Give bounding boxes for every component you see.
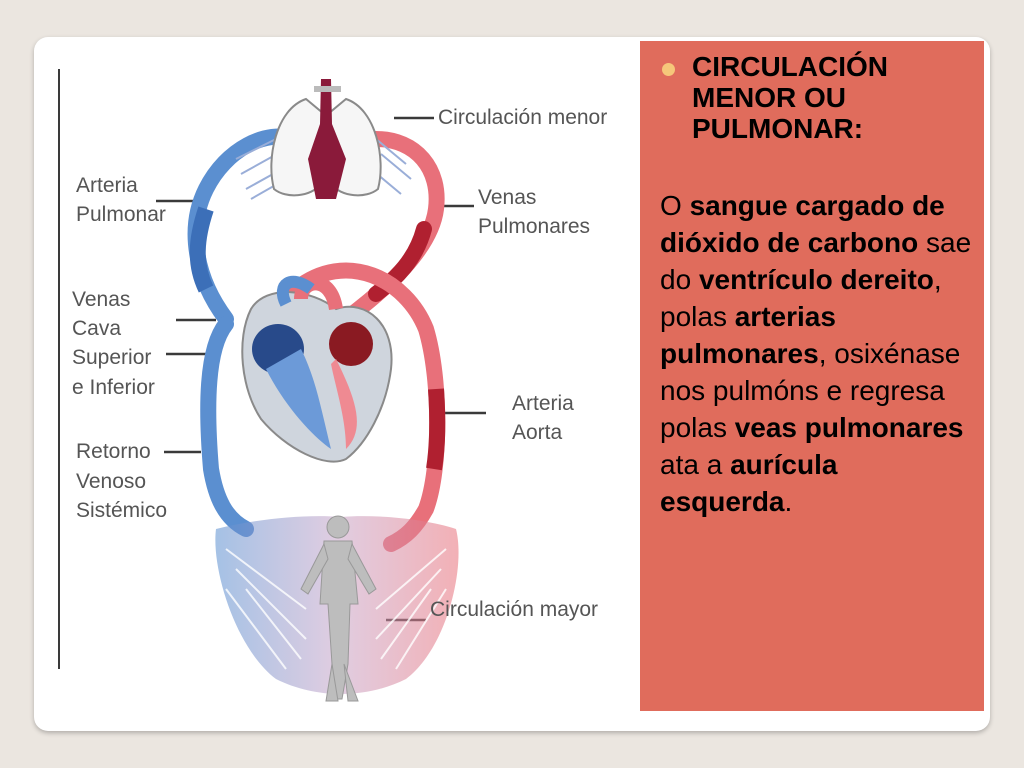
panel-body-text: O sangue cargado de dióxido de carbono s… xyxy=(660,187,975,520)
label-circulacion-menor: Circulación menor xyxy=(438,106,608,129)
label-venas-pulmonares-1: Venas xyxy=(478,186,537,209)
left-ventricle-shape xyxy=(331,359,357,449)
body-segment: sae do xyxy=(660,227,972,295)
label-retorno-1: Retorno xyxy=(76,440,151,463)
text-panel: CIRCULACIÓN MENOR OU PULMONAR: O sangue … xyxy=(640,41,984,711)
label-venas-pulmonares-2: Pulmonares xyxy=(478,215,591,238)
body-segment: aurícula esquerda xyxy=(660,449,838,517)
body-segment: , osixénase nos pulmóns e regresa polas xyxy=(660,338,961,443)
body-segment: ventrículo dereito xyxy=(698,264,934,295)
left-edge-line xyxy=(58,69,60,669)
label-arteria-aorta-2: Aorta xyxy=(512,421,563,444)
label-venas-cava-1: Venas xyxy=(72,288,131,311)
body-segment: O xyxy=(660,190,690,221)
trachea-shape xyxy=(308,79,346,199)
label-venas-cava-3: Superior xyxy=(72,346,152,369)
circulation-diagram: Circulación menor Arteria Pulmonar Venas… xyxy=(46,49,640,719)
panel-heading: CIRCULACIÓN MENOR OU PULMONAR: xyxy=(692,51,888,144)
label-retorno-2: Venoso xyxy=(76,470,147,493)
pulmonary-vein-dark xyxy=(368,221,432,302)
label-circulacion-mayor: Circulación mayor xyxy=(430,598,599,621)
body-segment: sangue cargado de dióxido de carbono xyxy=(660,190,945,258)
lung-capillaries xyxy=(235,138,412,200)
label-venas-cava-2: Cava xyxy=(72,317,122,340)
body-segment: . xyxy=(784,486,793,517)
body-segment: ata a xyxy=(660,449,731,480)
body-segment: , polas xyxy=(660,264,942,332)
systemic-vein-vessel xyxy=(200,316,254,537)
bullet-dot-icon xyxy=(662,63,675,76)
circulation-drawing xyxy=(156,79,486,702)
slide-card: Circulación menor Arteria Pulmonar Venas… xyxy=(34,37,990,731)
left-atrium-shape xyxy=(329,322,373,366)
label-arteria-pulmonar-1: Arteria xyxy=(76,174,138,197)
body-segment: veas pulmonares xyxy=(734,412,964,443)
label-retorno-3: Sistémico xyxy=(76,499,168,522)
human-silhouette xyxy=(300,515,377,702)
right-ventricle-shape xyxy=(266,349,331,449)
label-arteria-pulmonar-2: Pulmonar xyxy=(76,203,166,226)
body-segment: arterias pulmonares xyxy=(660,301,836,369)
label-arteria-aorta-1: Arteria xyxy=(512,392,574,415)
label-venas-cava-4: e Inferior xyxy=(72,376,155,399)
